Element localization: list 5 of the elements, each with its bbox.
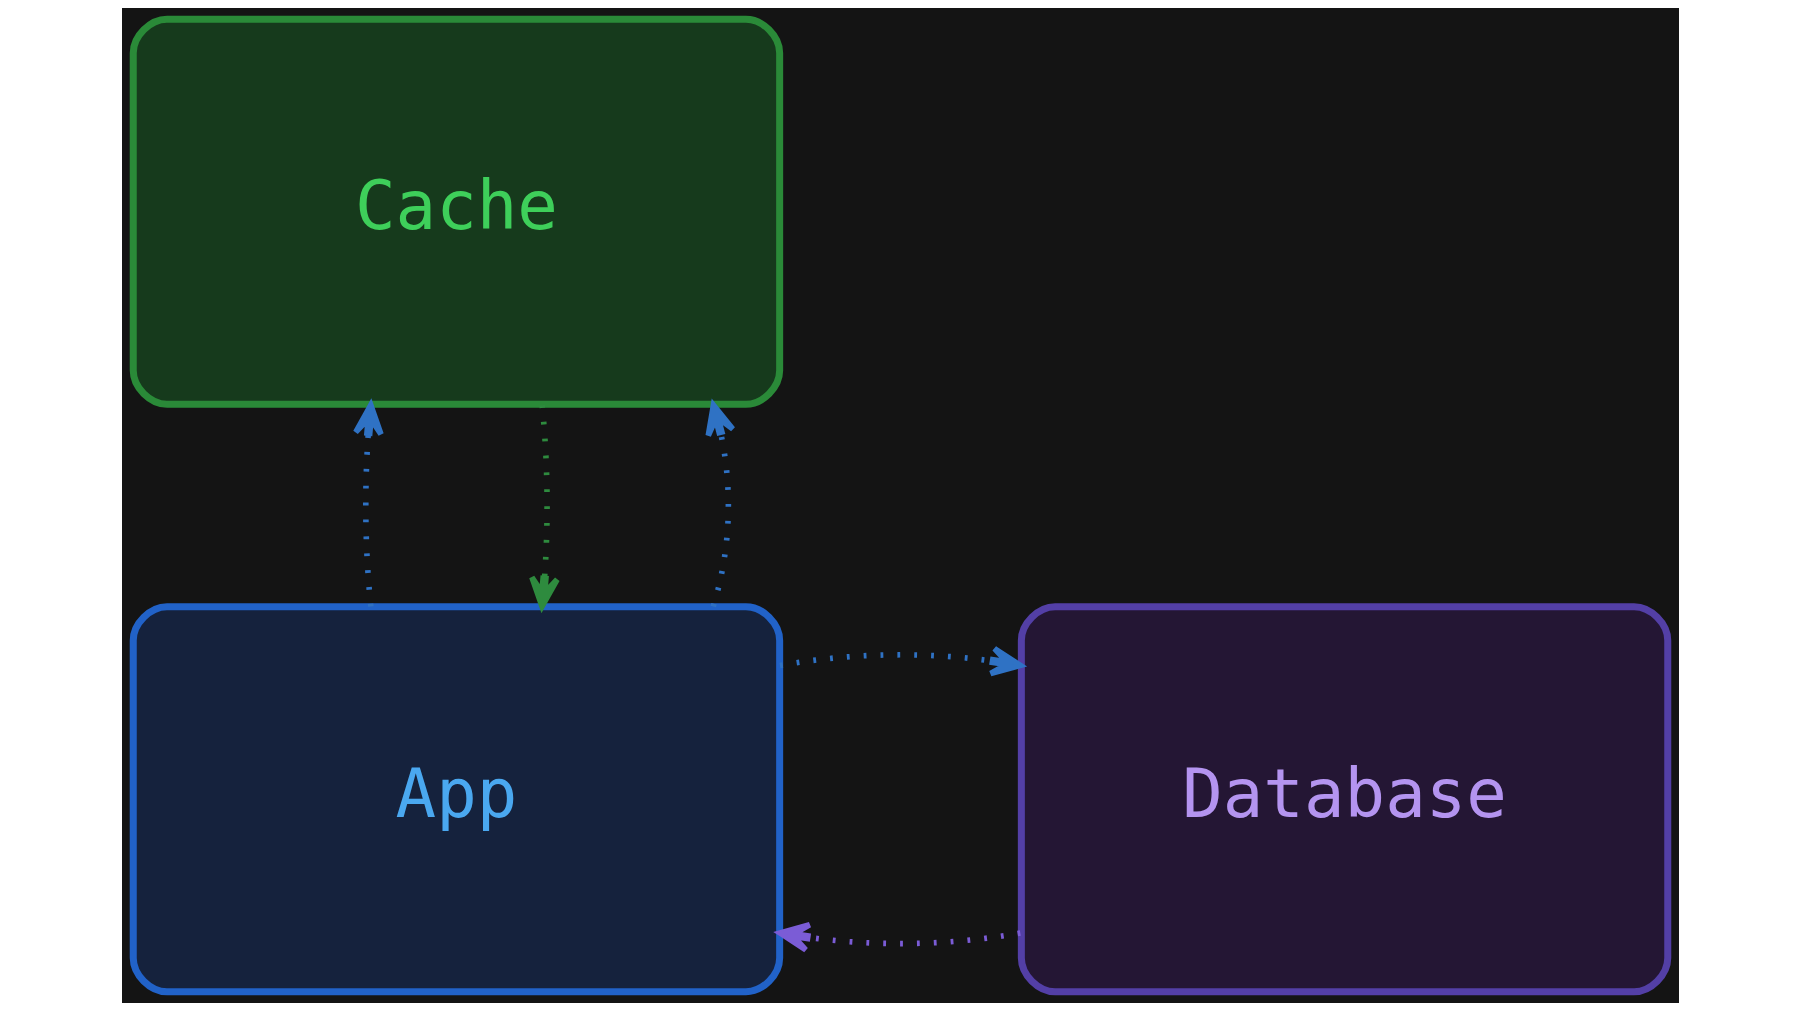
node-box: App — [129, 603, 783, 996]
node-box: Database — [1017, 603, 1671, 996]
node-box: Cache — [129, 15, 783, 408]
arrow — [528, 404, 560, 610]
arrow — [776, 921, 1021, 953]
